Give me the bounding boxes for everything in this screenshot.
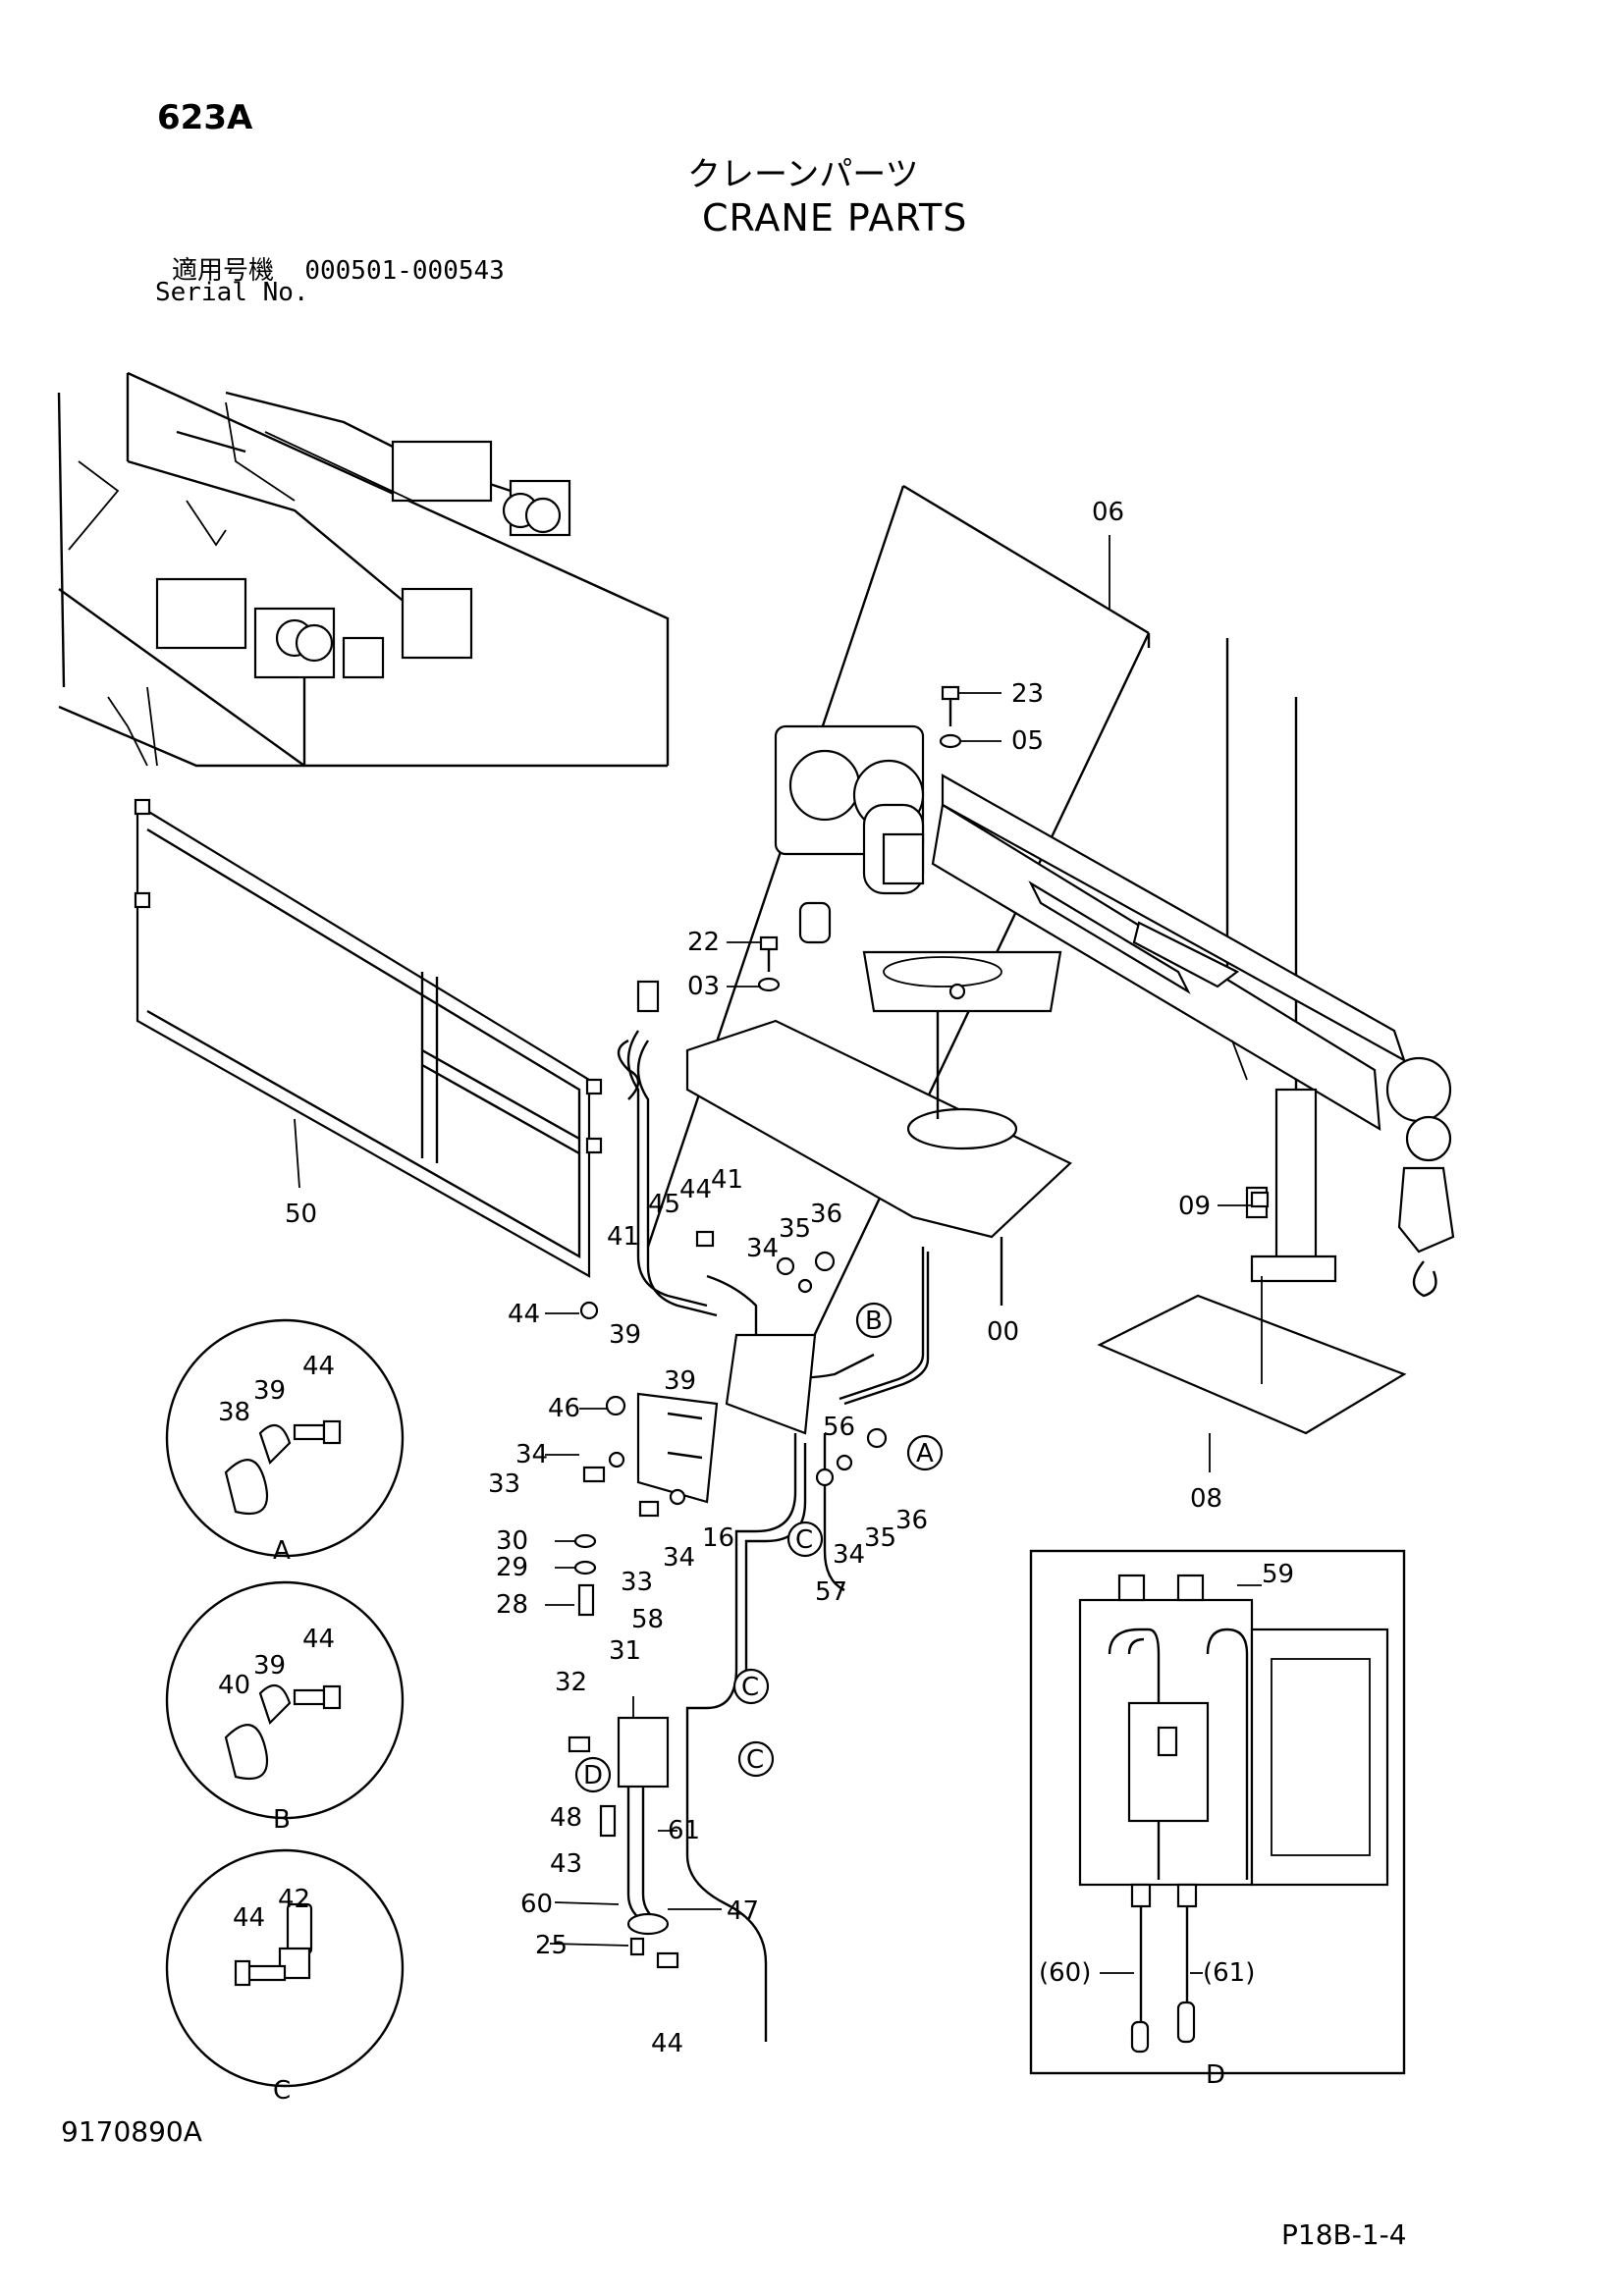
detail-b: 40 39 44 B <box>165 1580 405 1835</box>
detail-d-label: D <box>1206 2060 1225 2090</box>
mount-plate <box>685 1011 1072 1306</box>
callout-36-top: 36 <box>810 1200 842 1229</box>
fasteners <box>568 685 1270 1969</box>
figure-number: 623A <box>157 98 253 137</box>
detail-c: 44 42 C <box>165 1848 405 2106</box>
callout-56: 56 <box>823 1413 855 1442</box>
callout-48: 48 <box>550 1803 582 1833</box>
callout-labels: 06 23 05 22 03 09 00 08 50 45 44 41 41 3… <box>285 498 1222 2058</box>
crane-stand <box>1097 1088 1407 1472</box>
marker-c-1: C <box>795 1525 813 1555</box>
callout-31: 31 <box>609 1636 641 1666</box>
callout-33-left: 33 <box>488 1469 520 1499</box>
callout-36-right: 36 <box>895 1506 928 1535</box>
callout-30: 30 <box>496 1526 528 1556</box>
detail-b-callout-44: 44 <box>302 1625 335 1654</box>
callout-03: 03 <box>687 972 720 1001</box>
detail-a: 38 39 44 A <box>165 1318 405 1566</box>
marker-d: D <box>583 1761 603 1790</box>
detail-a-callout-44: 44 <box>302 1352 335 1381</box>
detail-c-label: C <box>273 2076 291 2106</box>
callout-61: 61 <box>668 1816 700 1845</box>
serial-label-japanese: 適用号機 <box>172 256 275 286</box>
detail-a-label: A <box>273 1536 291 1566</box>
page-title: CRANE PARTS <box>702 196 968 240</box>
detail-d-callout-61: (61) <box>1203 1958 1255 1988</box>
callout-35-right: 35 <box>864 1523 896 1553</box>
callout-34-mid: 34 <box>515 1440 548 1469</box>
callout-28: 28 <box>496 1590 528 1620</box>
detail-d-callout-59: 59 <box>1262 1560 1294 1589</box>
callout-47: 47 <box>727 1896 759 1926</box>
callout-39-lower: 39 <box>664 1366 696 1396</box>
page-title-japanese: クレーンパーツ <box>687 155 919 194</box>
figure-code: 9170890A <box>61 2115 202 2148</box>
marker-a: A <box>916 1439 934 1468</box>
marker-c-2: C <box>741 1673 759 1702</box>
callout-29: 29 <box>496 1553 528 1582</box>
serial-label: Serial No. <box>155 278 309 307</box>
marker-c-3: C <box>746 1745 764 1775</box>
callout-50: 50 <box>285 1200 317 1229</box>
callout-45: 45 <box>648 1190 680 1219</box>
guard-panel <box>134 798 603 1278</box>
detail-a-callout-38: 38 <box>218 1398 250 1427</box>
detail-b-callout-39: 39 <box>253 1651 286 1681</box>
callout-46: 46 <box>548 1394 580 1423</box>
callout-44-left: 44 <box>508 1300 540 1329</box>
callout-09: 09 <box>1178 1192 1211 1221</box>
callout-34-lower: 34 <box>663 1543 695 1573</box>
serial-range-line: 適用号機 000501-000543 <box>172 250 505 287</box>
callout-06: 06 <box>1092 498 1124 527</box>
callout-58: 58 <box>631 1605 664 1634</box>
detail-c-callout-44: 44 <box>233 1903 265 1933</box>
callout-57: 57 <box>815 1577 847 1607</box>
detail-b-label: B <box>273 1805 291 1835</box>
callout-32: 32 <box>555 1668 587 1697</box>
callout-08: 08 <box>1190 1484 1222 1514</box>
serial-range: 000501-000543 <box>304 256 505 286</box>
callout-05: 05 <box>1011 726 1044 756</box>
callout-33-lower: 33 <box>621 1568 653 1597</box>
detail-markers: B A C C C D <box>574 1302 944 1793</box>
callout-43: 43 <box>550 1849 582 1879</box>
detail-a-callout-39: 39 <box>253 1376 286 1406</box>
callout-16: 16 <box>702 1523 734 1553</box>
page-number: P18B-1-4 <box>1281 2218 1407 2251</box>
callout-35-top: 35 <box>779 1214 811 1244</box>
callout-60: 60 <box>520 1890 553 1919</box>
machine-body-illustration <box>57 371 670 768</box>
detail-d: 59 (60) (61) D <box>1029 1549 1406 2090</box>
callout-44-top: 44 <box>679 1175 712 1204</box>
callout-23: 23 <box>1011 679 1044 709</box>
callout-39-upper: 39 <box>609 1320 641 1350</box>
marker-b: B <box>865 1307 883 1336</box>
callout-44-bottom: 44 <box>651 2029 683 2058</box>
callout-22: 22 <box>687 928 720 957</box>
callout-25: 25 <box>535 1931 568 1960</box>
leader-lines <box>545 692 1252 1947</box>
callout-00: 00 <box>987 1317 1019 1347</box>
callout-41-left: 41 <box>607 1222 639 1252</box>
crane-assembly <box>646 484 1455 1356</box>
detail-d-callout-60: (60) <box>1039 1958 1091 1988</box>
detail-c-callout-42: 42 <box>278 1885 310 1914</box>
wiring-harness <box>617 980 930 2042</box>
callout-34-top: 34 <box>746 1234 779 1263</box>
detail-b-callout-40: 40 <box>218 1671 250 1700</box>
callout-34-right: 34 <box>833 1540 865 1570</box>
callout-41-right: 41 <box>711 1165 743 1195</box>
